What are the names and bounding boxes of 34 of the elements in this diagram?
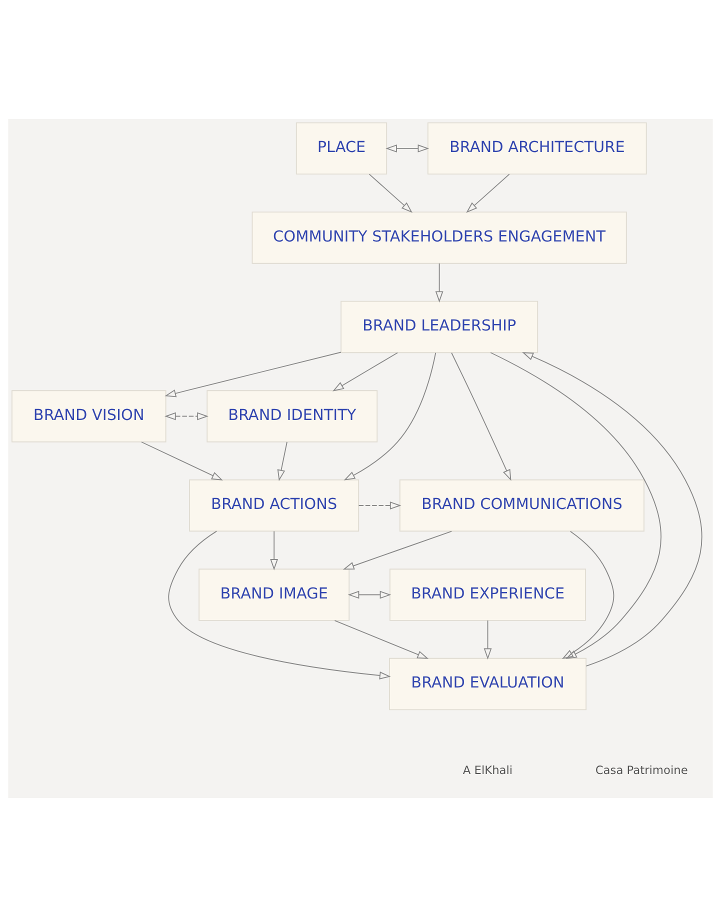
arrow (358, 501, 402, 509)
arrow (344, 352, 436, 480)
arrow (164, 351, 342, 397)
node-box: BRAND VISION (12, 390, 166, 442)
arrow (386, 144, 430, 152)
arrow (164, 412, 209, 420)
arrow (342, 530, 452, 570)
arrow (332, 352, 398, 391)
label: Casa Patrimoine (595, 762, 688, 776)
arrow (334, 620, 429, 658)
node-box: BRAND EVALUATION (388, 657, 587, 710)
node-box: PLACE (296, 122, 388, 174)
arrow (522, 352, 702, 666)
node-box: BRAND IDENTITY (206, 390, 378, 442)
label: A ElKhali (462, 762, 513, 776)
arrow (277, 441, 288, 481)
arrow (168, 530, 391, 679)
arrow (562, 530, 614, 659)
arrow (270, 530, 278, 570)
arrow (466, 173, 510, 212)
node-box: BRAND EXPERIENCE (389, 568, 586, 620)
arrow (435, 262, 444, 302)
node-box: BRAND COMMUNICATIONS (399, 478, 644, 532)
node-box: BRAND LEADERSHIP (340, 300, 538, 353)
node-box: BRAND IMAGE (198, 568, 350, 620)
node-box: COMMUNITY STAKEHOLDERS ENGAGEMENT (252, 211, 627, 264)
node-box: BRAND ACTIONS (189, 478, 360, 532)
arrow (368, 173, 413, 212)
arrow (451, 352, 512, 480)
arrow (490, 352, 662, 658)
arrow (141, 441, 223, 480)
arrow (348, 590, 392, 598)
node-box: BRAND ARCHITECTURE (427, 122, 647, 174)
arrow (484, 620, 492, 660)
